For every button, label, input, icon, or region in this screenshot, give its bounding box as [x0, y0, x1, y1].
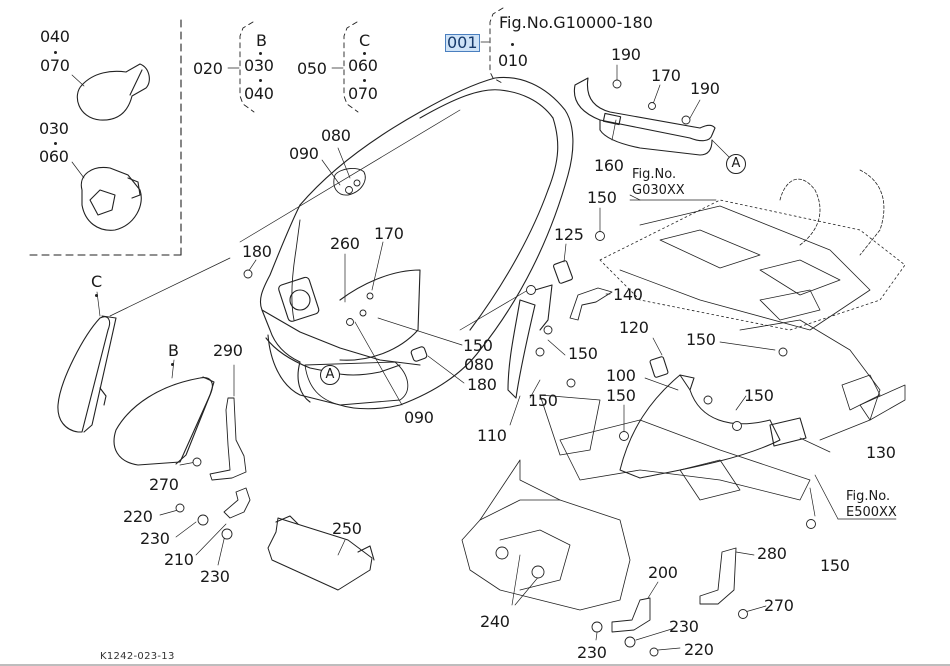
callout-230[interactable]: 230: [200, 567, 230, 586]
frame-drawing: [461, 169, 906, 611]
callout-190[interactable]: 190: [690, 79, 720, 98]
callout-090[interactable]: 090: [404, 408, 434, 427]
callout-120[interactable]: 120: [619, 318, 649, 337]
fig-ref-g030-label: Fig.No.: [632, 167, 677, 182]
callout-210[interactable]: 210: [164, 550, 194, 569]
callout-030[interactable]: 030: [244, 56, 274, 75]
callout-270[interactable]: 270: [764, 596, 794, 615]
callout-230[interactable]: 230: [140, 529, 170, 548]
separator-dot: [171, 363, 174, 366]
view-marker-a[interactable]: A: [320, 365, 340, 385]
separator-dot: [363, 52, 366, 55]
callout-270[interactable]: 270: [149, 475, 179, 494]
callout-170[interactable]: 170: [374, 224, 404, 243]
group-b-head: B: [256, 31, 267, 50]
hood-drawing: [259, 76, 574, 410]
callout-150[interactable]: 150: [528, 391, 558, 410]
callout-090[interactable]: 090: [289, 144, 319, 163]
group-c-head: C: [359, 31, 370, 50]
drawing-code: K1242-023-13: [100, 651, 175, 662]
callout-130[interactable]: 130: [866, 443, 896, 462]
callout-150[interactable]: 150: [463, 336, 493, 355]
callout-160[interactable]: 160: [594, 156, 624, 175]
callout-180[interactable]: 180: [242, 242, 272, 261]
callout-250[interactable]: 250: [332, 519, 362, 538]
callout-170[interactable]: 170: [651, 66, 681, 85]
inset-box: [29, 19, 182, 256]
callout-230[interactable]: 230: [669, 617, 699, 636]
callout-150[interactable]: 150: [744, 386, 774, 405]
callout-socket-060[interactable]: 060: [39, 147, 69, 166]
view-marker-c: C: [91, 272, 102, 291]
callout-125[interactable]: 125: [554, 225, 584, 244]
view-marker-b: B: [168, 341, 179, 360]
separator-dot: [54, 51, 57, 54]
callout-150[interactable]: 150: [568, 344, 598, 363]
separator-dot: [511, 43, 514, 46]
callout-060[interactable]: 060: [348, 56, 378, 75]
callout-050[interactable]: 050: [297, 59, 327, 78]
callout-240[interactable]: 240: [480, 612, 510, 631]
separator-dot: [259, 52, 262, 55]
callout-070[interactable]: 070: [348, 84, 378, 103]
callout-110[interactable]: 110: [477, 426, 507, 445]
callout-100[interactable]: 100: [606, 366, 636, 385]
socket-drawing: [71, 161, 142, 231]
callout-150[interactable]: 150: [686, 330, 716, 349]
callout-080[interactable]: 080: [464, 355, 494, 374]
selected-ref-001[interactable]: 001: [445, 33, 480, 52]
separator-dot: [95, 294, 98, 297]
callout-150[interactable]: 150: [606, 386, 636, 405]
callout-140[interactable]: 140: [613, 285, 643, 304]
callout-220[interactable]: 220: [123, 507, 153, 526]
front-bar-drawing: [573, 77, 716, 156]
callout-040[interactable]: 040: [244, 84, 274, 103]
callout-150[interactable]: 150: [820, 556, 850, 575]
bulb-drawing: [71, 63, 150, 121]
callout-230[interactable]: 230: [577, 643, 607, 662]
callout-bulb-070[interactable]: 070: [40, 56, 70, 75]
separator-dot: [259, 79, 262, 82]
lamp-c-drawing: [57, 315, 117, 433]
fig-ref-e500-label: Fig.No.: [846, 489, 891, 504]
separator-dot: [54, 142, 57, 145]
callout-180[interactable]: 180: [467, 375, 497, 394]
callout-220[interactable]: 220: [684, 640, 714, 659]
callout-280[interactable]: 280: [757, 544, 787, 563]
bottom-divider: [0, 664, 950, 666]
callout-010[interactable]: 010: [498, 51, 528, 70]
figure-title: Fig.No.G10000-180: [499, 13, 653, 32]
separator-dot: [363, 79, 366, 82]
fig-ref-e500-link[interactable]: E500XX: [846, 505, 897, 520]
callout-080[interactable]: 080: [321, 126, 351, 145]
callout-bulb-040[interactable]: 040: [40, 27, 70, 46]
view-marker-a[interactable]: A: [726, 154, 746, 174]
callout-260[interactable]: 260: [330, 234, 360, 253]
callout-200[interactable]: 200: [648, 563, 678, 582]
lamp-b-drawing: [113, 376, 215, 466]
callout-020[interactable]: 020: [193, 59, 223, 78]
callout-190[interactable]: 190: [611, 45, 641, 64]
callout-150[interactable]: 150: [587, 188, 617, 207]
fig-ref-g030-link[interactable]: G030XX: [632, 183, 685, 198]
callout-290[interactable]: 290: [213, 341, 243, 360]
callout-socket-030[interactable]: 030: [39, 119, 69, 138]
